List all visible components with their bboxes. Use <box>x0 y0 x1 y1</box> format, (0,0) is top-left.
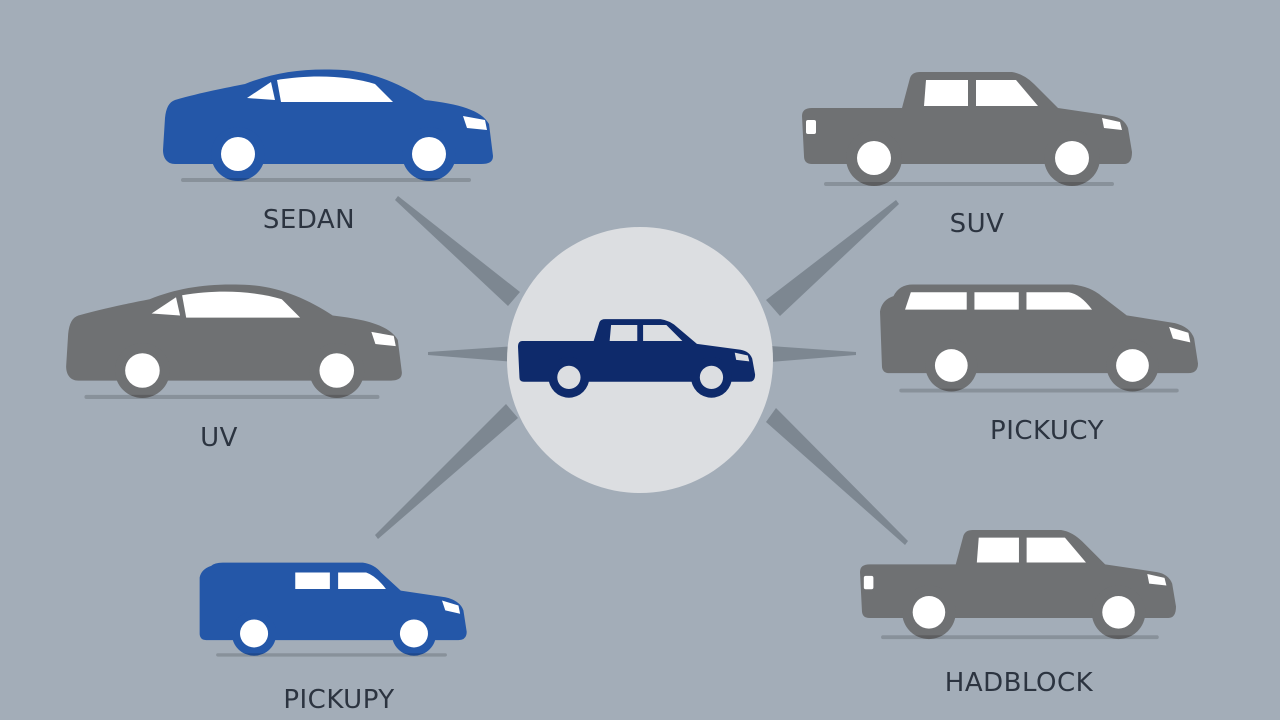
suv-icon <box>880 284 1198 393</box>
label-pickucy: PICKUCY <box>990 416 1104 446</box>
sedan-icon <box>163 69 493 182</box>
spoke-uv <box>428 346 516 362</box>
spoke-suv <box>766 200 899 316</box>
vehicle-pickucy[interactable] <box>880 284 1198 393</box>
vehicle-sedan[interactable] <box>163 69 493 182</box>
label-uv: UV <box>200 423 238 453</box>
spoke-sedan <box>395 196 520 306</box>
label-suv: SUV <box>949 209 1005 239</box>
pickup-truck-icon <box>802 72 1132 186</box>
van-icon <box>199 562 467 657</box>
spoke-pickucy <box>770 346 856 362</box>
label-sedan: SEDAN <box>262 205 356 235</box>
spoke-hadblock <box>766 408 908 545</box>
label-hadblock: HADBLOCK <box>944 668 1094 698</box>
vehicle-pickupy[interactable] <box>199 562 467 657</box>
label-pickupy: PICKUPY <box>283 685 395 715</box>
connector-spokes <box>375 196 908 545</box>
hub <box>507 227 773 493</box>
vehicle-suv[interactable] <box>802 72 1132 186</box>
pickup-truck-icon <box>860 529 1176 640</box>
pickup-truck-icon <box>518 319 756 398</box>
sedan-icon <box>66 284 402 399</box>
vehicle-uv[interactable] <box>66 284 402 399</box>
vehicle-hadblock[interactable] <box>860 529 1176 640</box>
spoke-pickupy <box>375 404 518 539</box>
